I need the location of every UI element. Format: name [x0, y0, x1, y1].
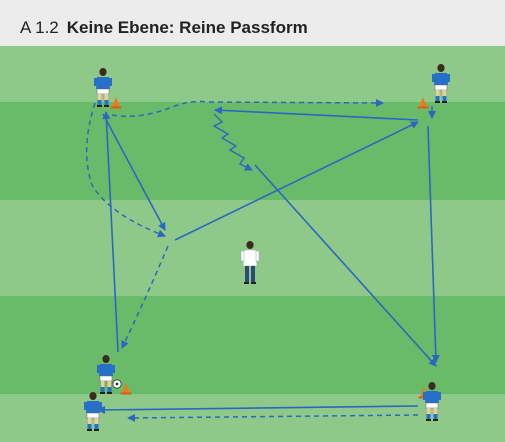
run-arrow-dashed: [121, 245, 169, 349]
pass-arrow: [102, 113, 166, 231]
pass-arrows: [97, 106, 440, 414]
pass-arrow: [214, 106, 419, 121]
pass-arrow: [97, 405, 419, 414]
pass-arrow: [254, 164, 437, 367]
dribble-arrow-wavy: [212, 113, 253, 171]
exercise-title: A 1.2 Keine Ebene: Reine Passform: [20, 18, 308, 38]
run-arrow-dashed: [127, 413, 419, 422]
coach-icon: [240, 241, 260, 284]
grass-stripes: [0, 46, 505, 442]
pass-arrow: [427, 125, 440, 363]
exercise-name: Keine Ebene: Reine Passform: [66, 18, 308, 37]
exercise-header: A 1.2 Keine Ebene: Reine Passform: [0, 0, 505, 46]
exercise-number: A 1.2: [20, 18, 59, 37]
ball-icon: [112, 379, 122, 389]
run-arrow-dashed: [111, 98, 384, 118]
pass-arrow: [174, 121, 419, 241]
run-arrow-dashed: [85, 102, 166, 238]
pitch-diagram: [0, 46, 505, 442]
pass-arrow: [102, 111, 119, 353]
run-arrows: [85, 98, 436, 422]
